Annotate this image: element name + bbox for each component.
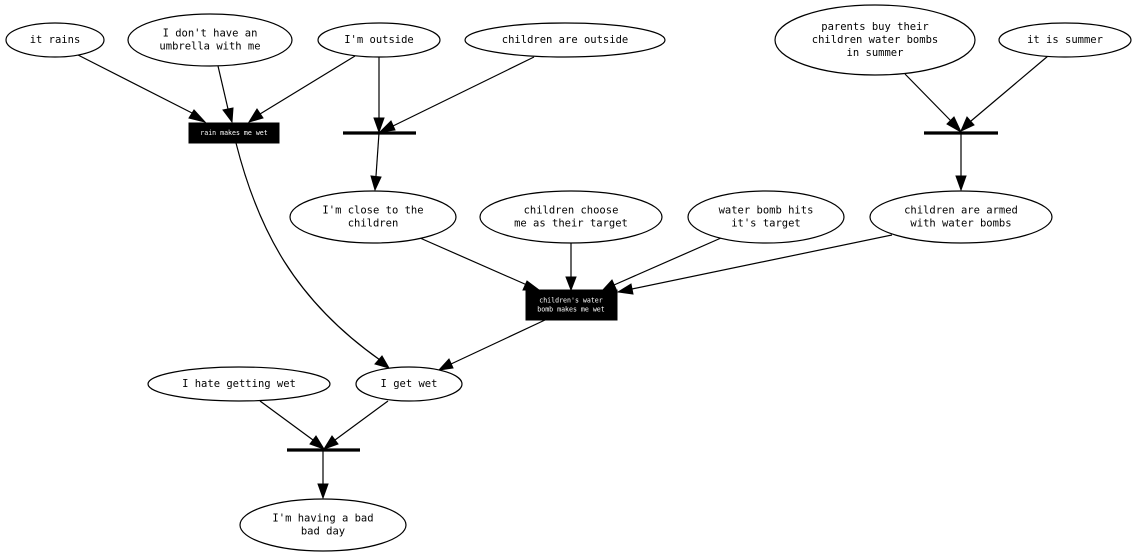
arrowhead-icon — [309, 435, 326, 450]
edges — [77, 54, 1049, 500]
edge-rain-makes-wet-to-get-wet — [235, 142, 381, 361]
node-label: I'm outside — [344, 34, 414, 46]
arrowhead-icon — [565, 276, 577, 292]
arrowhead-icon — [188, 109, 207, 123]
edge-close-to-children-to-bomb-makes-wet — [419, 237, 528, 286]
node-children-outside: children are outside — [464, 22, 666, 58]
node-it-rains: it rains — [5, 22, 105, 58]
node-label: rain makes me wet — [200, 129, 268, 137]
arrowhead-icon — [317, 483, 329, 500]
edge-children-outside-to-bar1 — [392, 56, 535, 127]
edge-hate-wet-to-bar3 — [259, 400, 314, 441]
arrowhead-icon — [247, 108, 264, 123]
edge-bomb-hits-to-bomb-makes-wet — [613, 237, 722, 286]
node-label: I get wet — [381, 378, 438, 390]
node-label: I hate getting wet — [182, 378, 296, 390]
node-label: it rains — [30, 34, 81, 46]
node-it-is-summer: it is summer — [998, 22, 1132, 58]
edge-get-wet-to-bar3 — [334, 400, 389, 441]
arrowhead-icon — [600, 279, 617, 292]
arrowhead-icon — [522, 280, 541, 291]
edge-bomb-makes-wet-to-get-wet — [450, 319, 546, 365]
arrowhead-icon — [370, 175, 382, 192]
edge-it-rains-to-rain-makes-wet — [77, 54, 195, 115]
node-im-outside: I'm outside — [317, 22, 441, 58]
arrowhead-icon — [222, 107, 234, 124]
arrowhead-icon — [373, 117, 385, 134]
edge-im-outside-to-rain-makes-wet — [259, 55, 356, 115]
arrowhead-icon — [946, 116, 963, 134]
arrowhead-icon — [955, 175, 967, 192]
node-label: it is summer — [1027, 34, 1103, 46]
arrowhead-icon — [437, 358, 454, 371]
edge-no-umbrella-to-rain-makes-wet — [217, 65, 229, 110]
node-hate-wet: I hate getting wet — [147, 366, 331, 402]
node-get-wet: I get wet — [355, 366, 463, 402]
arrowhead-icon — [322, 435, 339, 450]
edge-parents-buy-to-bar2 — [904, 73, 952, 122]
junction-bars — [287, 131, 998, 452]
arrowhead-icon — [374, 355, 391, 369]
node-label: children are outside — [502, 34, 628, 46]
edge-bar1-to-close-to-children — [375, 132, 380, 177]
arrowhead-icon — [378, 120, 396, 133]
edge-children-armed-to-bomb-makes-wet — [631, 234, 893, 290]
node-rain-makes-wet: rain makes me wet — [188, 122, 280, 144]
edge-it-is-summer-to-bar2 — [970, 55, 1049, 122]
arrowhead-icon — [960, 116, 975, 132]
arrowhead-icon — [616, 283, 634, 295]
